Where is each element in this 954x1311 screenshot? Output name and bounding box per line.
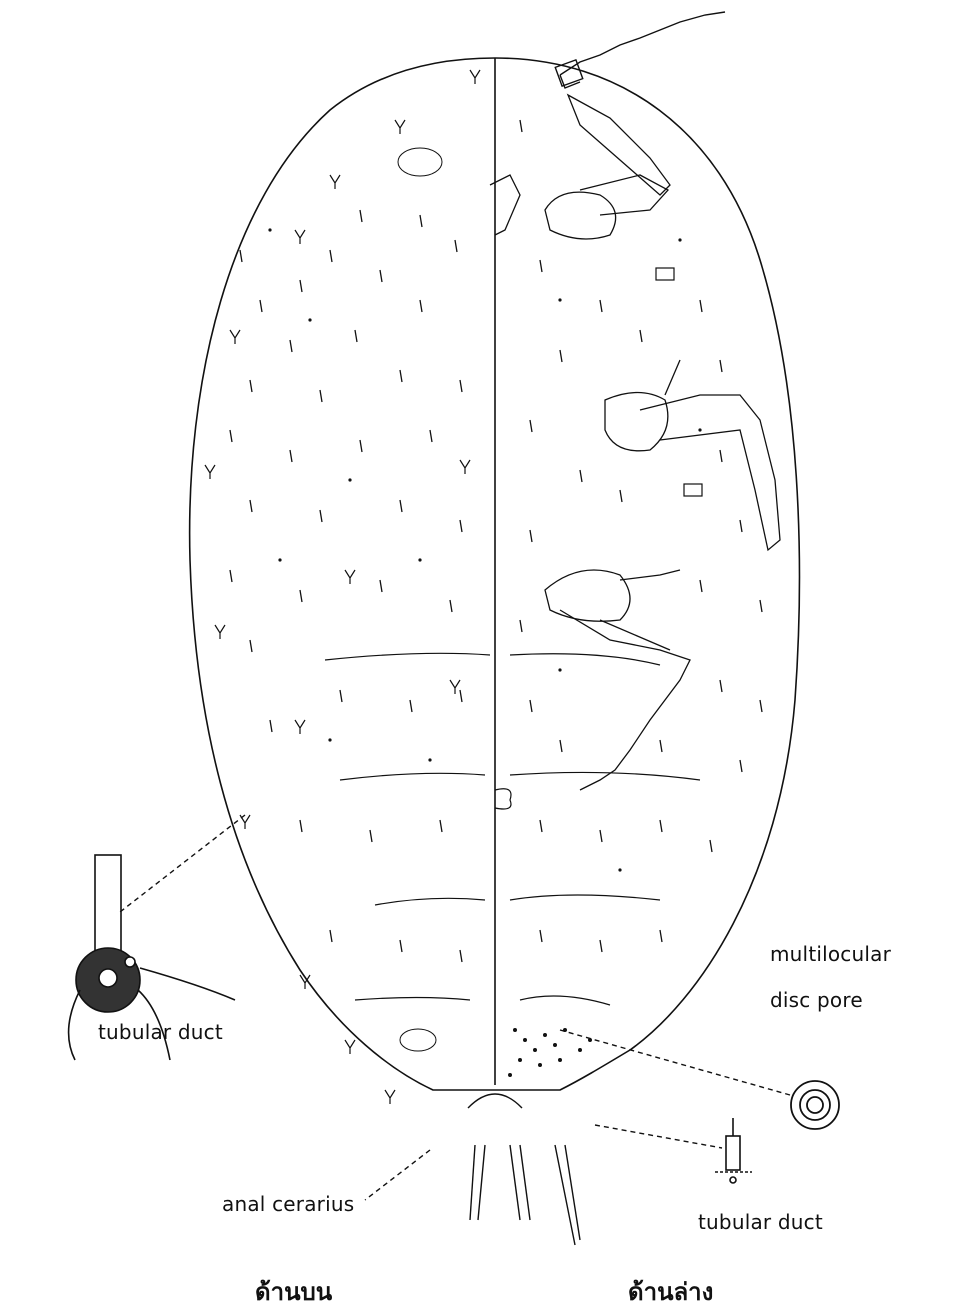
- ventral-structures: [495, 268, 702, 809]
- tubular-duct-inset-right: [715, 1118, 752, 1183]
- tubular-duct-label-left: tubular duct: [98, 1020, 223, 1044]
- anal-area: [468, 1094, 580, 1245]
- setae: [230, 120, 762, 962]
- legs: [490, 95, 780, 790]
- multilocular-pore-inset: [791, 1081, 839, 1129]
- trilocular-pores: [205, 70, 480, 1104]
- anal-cerarius-label: anal cerarius: [222, 1192, 354, 1216]
- segment-lines: [325, 653, 700, 1005]
- multilocular-disc-pore-label-line1: multilocular: [770, 942, 891, 966]
- ventral-side-caption: ด้านล่าง: [628, 1272, 713, 1311]
- tubular-duct-label-right: tubular duct: [698, 1210, 823, 1234]
- leader-lines: [120, 815, 790, 1200]
- multilocular-disc-pore-label-line2: disc pore: [770, 988, 863, 1012]
- dorsal-side-caption: ด้านบน: [255, 1272, 332, 1311]
- ostioles: [398, 148, 442, 1051]
- antenna: [555, 12, 725, 88]
- pores: [268, 228, 701, 1077]
